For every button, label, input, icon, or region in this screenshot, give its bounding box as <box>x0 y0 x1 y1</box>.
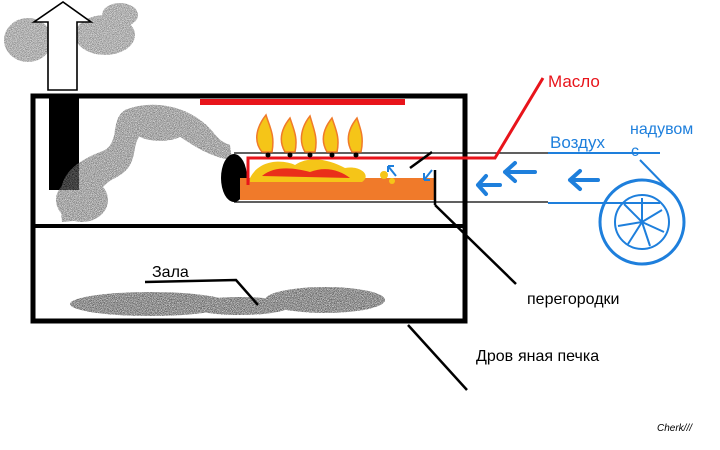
air-label: Воздух <box>550 133 605 152</box>
air-flow-arrows <box>476 161 600 196</box>
partitions <box>409 150 437 205</box>
oil-feed-line <box>246 77 545 185</box>
partitions-label: перегородки <box>527 291 619 308</box>
fire-bed <box>240 159 435 200</box>
oil-label: Масло <box>548 72 600 91</box>
flames <box>256 113 363 158</box>
chimney-arrow <box>31 1 94 91</box>
blower-label-line2: с <box>631 143 639 160</box>
stove-label-part1: Дров <box>476 348 513 365</box>
blower-label-line1: надувом <box>630 121 693 138</box>
inner-air-arrows <box>387 165 433 181</box>
leader-lines <box>144 204 517 391</box>
signature: Cherk/// <box>657 423 693 434</box>
blower-fan-icon <box>598 159 686 266</box>
ash-label: Зала <box>152 264 189 281</box>
oil-plate <box>200 99 405 105</box>
stove-outer-box <box>30 93 468 324</box>
stove-label-part2: яная печка <box>518 348 599 365</box>
smoke-puffs <box>4 3 138 62</box>
inner-smoke <box>56 104 232 222</box>
ash-pile <box>70 287 385 316</box>
